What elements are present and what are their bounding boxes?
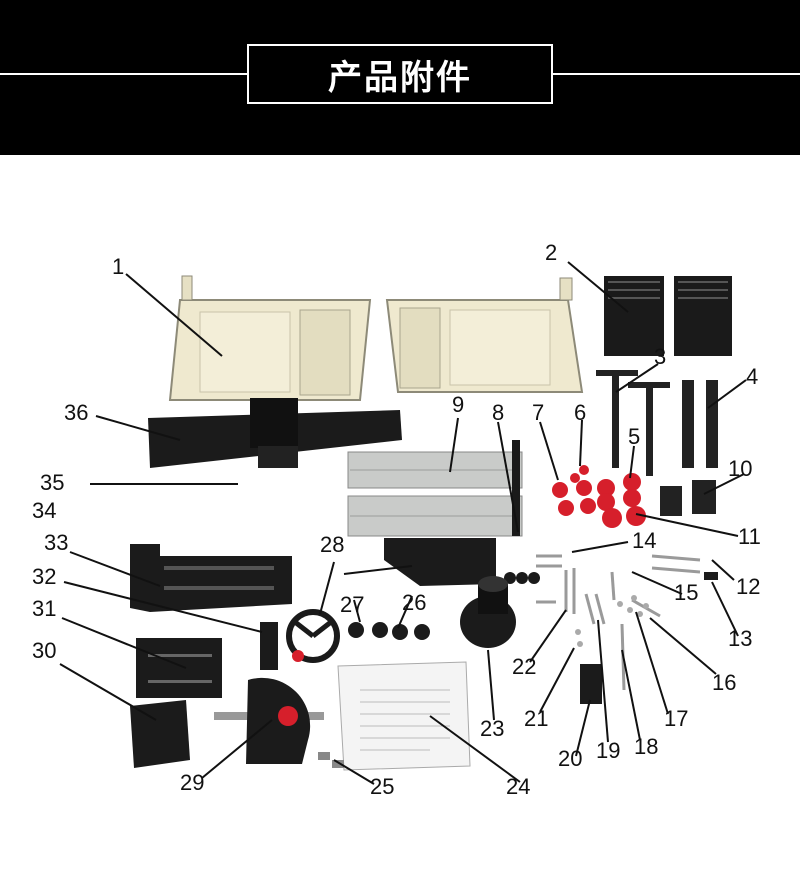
label-26: 26: [402, 590, 427, 615]
part-hardware: [536, 554, 701, 691]
label-5: 5: [628, 424, 641, 449]
title-box: 产品附件: [247, 44, 553, 104]
page-title: 产品附件: [328, 57, 472, 98]
label-21: 21: [524, 706, 549, 731]
label-14: 14: [632, 528, 657, 553]
part-red-knobs: [552, 465, 646, 528]
part-guide-block: [384, 538, 496, 586]
label-22: 22: [512, 654, 537, 679]
label-20: 20: [558, 746, 583, 771]
part-dust-port: [460, 576, 516, 648]
part-tray-left: [168, 275, 372, 401]
header-divider-right: [553, 73, 800, 75]
part-handwheel: [286, 609, 340, 663]
part-black-bolts: [580, 572, 718, 704]
label-10: 10: [728, 456, 753, 481]
label-34: 34: [32, 498, 57, 523]
parts-illustration: [59, 261, 747, 785]
label-18: 18: [634, 734, 659, 759]
part-clips: [660, 480, 716, 516]
label-13: 13: [728, 626, 753, 651]
label-28: 28: [320, 532, 345, 557]
part-small-black: [504, 440, 540, 584]
part-black-knobs: [348, 622, 430, 640]
part-mitre-gauge: [214, 677, 324, 764]
part-fence-bracket: [130, 544, 292, 612]
label-29: 29: [180, 770, 205, 795]
label-23: 23: [480, 716, 505, 741]
header-banner: 产品附件: [0, 0, 800, 155]
label-31: 31: [32, 596, 57, 621]
part-small-nuts: [575, 595, 649, 647]
part-small-clips: [318, 752, 344, 768]
label-17: 17: [664, 706, 689, 731]
label-3: 3: [654, 344, 667, 369]
label-9: 9: [452, 392, 465, 417]
label-35: 35: [40, 470, 65, 495]
part-rails: [347, 451, 523, 537]
label-6: 6: [574, 400, 587, 425]
label-25: 25: [370, 774, 395, 799]
part-comb-blocks: [604, 276, 732, 356]
part-tray-right: [385, 277, 584, 393]
part-dust-hood: [148, 398, 402, 468]
label-4: 4: [746, 364, 759, 389]
label-33: 33: [44, 530, 69, 555]
label-15: 15: [674, 580, 699, 605]
label-11: 11: [738, 524, 761, 549]
label-8: 8: [492, 400, 505, 425]
part-mitre-plate: [130, 622, 278, 768]
label-36: 36: [64, 400, 89, 425]
part-manual: [337, 661, 471, 771]
label-1: 1: [112, 254, 125, 279]
label-2: 2: [545, 240, 558, 265]
label-27: 27: [340, 592, 365, 617]
label-12: 12: [736, 574, 761, 599]
label-7: 7: [532, 400, 545, 425]
leader-lines: [59, 261, 747, 785]
label-16: 16: [712, 670, 737, 695]
label-24: 24: [506, 774, 531, 799]
label-30: 30: [32, 638, 57, 663]
label-32: 32: [32, 564, 57, 589]
header-divider-left: [0, 73, 247, 75]
part-rods: [596, 370, 718, 476]
label-19: 19: [596, 738, 621, 763]
